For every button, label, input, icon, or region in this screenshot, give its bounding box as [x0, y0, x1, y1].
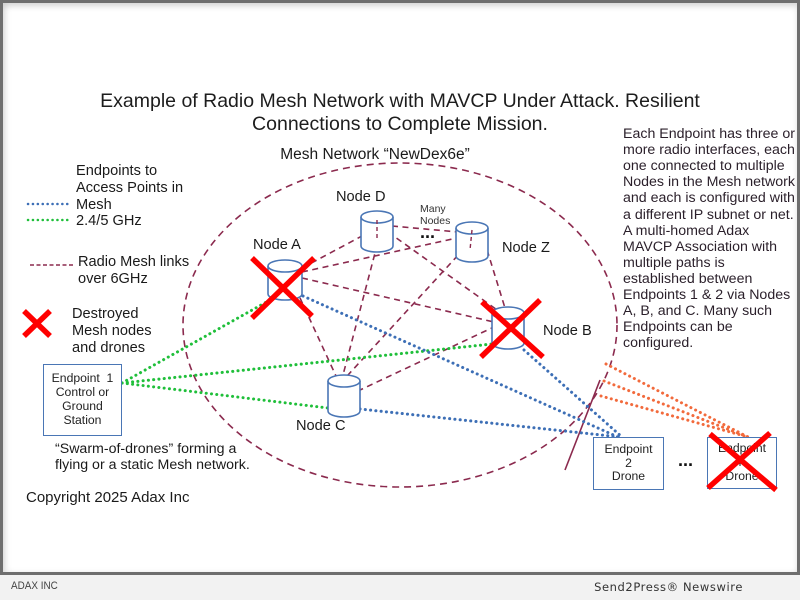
swarm-note-line: “Swarm-of-drones” forming a — [55, 441, 237, 457]
green-link-ep1-b — [120, 342, 494, 385]
diagram-canvas — [3, 3, 797, 572]
mesh-link-ellipse-epn — [564, 379, 601, 471]
swarm-note: “Swarm-of-drones” forming a flying or a … — [55, 441, 250, 473]
many-nodes-line: Many — [420, 203, 446, 215]
mesh-link-z-c — [347, 239, 473, 376]
legend-line: and drones — [72, 339, 146, 356]
legend-samples — [26, 202, 74, 266]
diagram-title: Example of Radio Mesh Network with MAVCP… — [60, 90, 740, 137]
network-diagram — [22, 162, 750, 488]
orange-link-1 — [604, 362, 750, 439]
swarm-note-line: flying or a static Mesh network. — [55, 457, 250, 474]
orange-link-2 — [602, 379, 750, 439]
endpoint-line: Endpoint 1 — [51, 371, 114, 386]
legend-line: Radio Mesh links — [78, 254, 190, 270]
copyright: Copyright 2025 Adax Inc — [26, 489, 190, 506]
more-nodes-ellipsis: ... — [420, 222, 436, 242]
stub-z — [469, 229, 473, 251]
node-c-label: Node C — [296, 418, 346, 434]
endpoint-2-box: Endpoint 2 Drone — [593, 437, 664, 490]
node-c-icon — [327, 374, 361, 418]
node-z-icon — [455, 221, 489, 263]
orange-links — [599, 362, 750, 439]
mesh-link-stubs — [376, 220, 473, 251]
footer-company: ADAX INC — [11, 580, 58, 592]
node-b-destroyed-x-icon — [479, 298, 545, 360]
node-z-label: Node Z — [502, 240, 550, 256]
endpoint-line: Endpoint — [717, 441, 767, 456]
green-links — [120, 298, 494, 410]
mesh-link-a-b — [301, 277, 495, 323]
mesh-link-d-z — [391, 225, 459, 233]
blue-link-c-ep2 — [358, 407, 622, 439]
endpoint-1-box: Endpoint 1 Control or Ground Station — [43, 364, 122, 436]
node-a-destroyed-x-icon — [250, 256, 316, 320]
endpoint-line: Endpoint — [604, 441, 653, 456]
endpoint-n-box: Endpoint n Drone — [707, 437, 777, 489]
endpoint-line: Ground — [62, 399, 103, 413]
endpoint-line: Drone — [725, 468, 759, 483]
legend-mesh-links: Radio Mesh links over 6GHz — [78, 254, 189, 288]
legend-destroyed-x-icon — [22, 309, 52, 338]
mesh-network-boundary — [182, 162, 618, 488]
green-link-ep1-a — [120, 298, 272, 385]
mesh-link-d-b — [387, 231, 501, 313]
legend-line: Mesh — [76, 196, 112, 213]
many-nodes-label: Many Nodes — [420, 203, 450, 227]
green-link-ep1-c — [120, 381, 330, 410]
destroyed-marks — [22, 256, 545, 360]
many-nodes-line: Nodes — [420, 215, 451, 228]
endpoint-line: Drone — [611, 469, 646, 484]
node-b-label: Node B — [543, 323, 592, 339]
footer-newswire: Send2Press® Newswire — [594, 580, 743, 594]
endpoint-line: 2 — [625, 455, 632, 470]
title-line-1: Example of Radio Mesh Network with MAVCP… — [100, 90, 700, 112]
mesh-link-a-z — [301, 235, 467, 273]
legend-line: Endpoints to — [76, 163, 158, 179]
title-line-2: Connections to Complete Mission. — [252, 113, 548, 136]
blue-link-b-ep2 — [522, 348, 624, 439]
legend-destroyed: Destroyed Mesh nodes and drones — [72, 306, 152, 356]
blue-links — [301, 294, 624, 439]
legend-line: Destroyed — [72, 306, 139, 322]
legend-line: 2.4/5 GHz — [76, 213, 142, 230]
legend-line: Access Points in — [76, 179, 184, 196]
legend-endpoints-access: Endpoints to Access Points in Mesh 2.4/5… — [76, 163, 183, 230]
legend-line: Mesh nodes — [72, 322, 152, 339]
mesh-network-label: Mesh Network “NewDex6e” — [280, 146, 470, 163]
blue-link-a-ep2 — [301, 294, 620, 439]
node-d-icon — [360, 210, 394, 253]
mesh-link-b-c — [359, 325, 497, 391]
node-a-label: Node A — [253, 237, 301, 253]
endpoint-description-note: Each Endpoint has three or more radio in… — [623, 126, 795, 352]
orange-link-3 — [599, 394, 750, 439]
endpoint-line: Station — [63, 412, 102, 427]
more-endpoints-ellipsis: ... — [678, 450, 694, 470]
endpoint-line: n — [738, 455, 746, 470]
mesh-link-d-c — [342, 233, 381, 376]
endpoint-line: Control or — [55, 385, 110, 400]
legend-line: over 6GHz — [78, 270, 148, 287]
node-d-label: Node D — [336, 189, 386, 205]
